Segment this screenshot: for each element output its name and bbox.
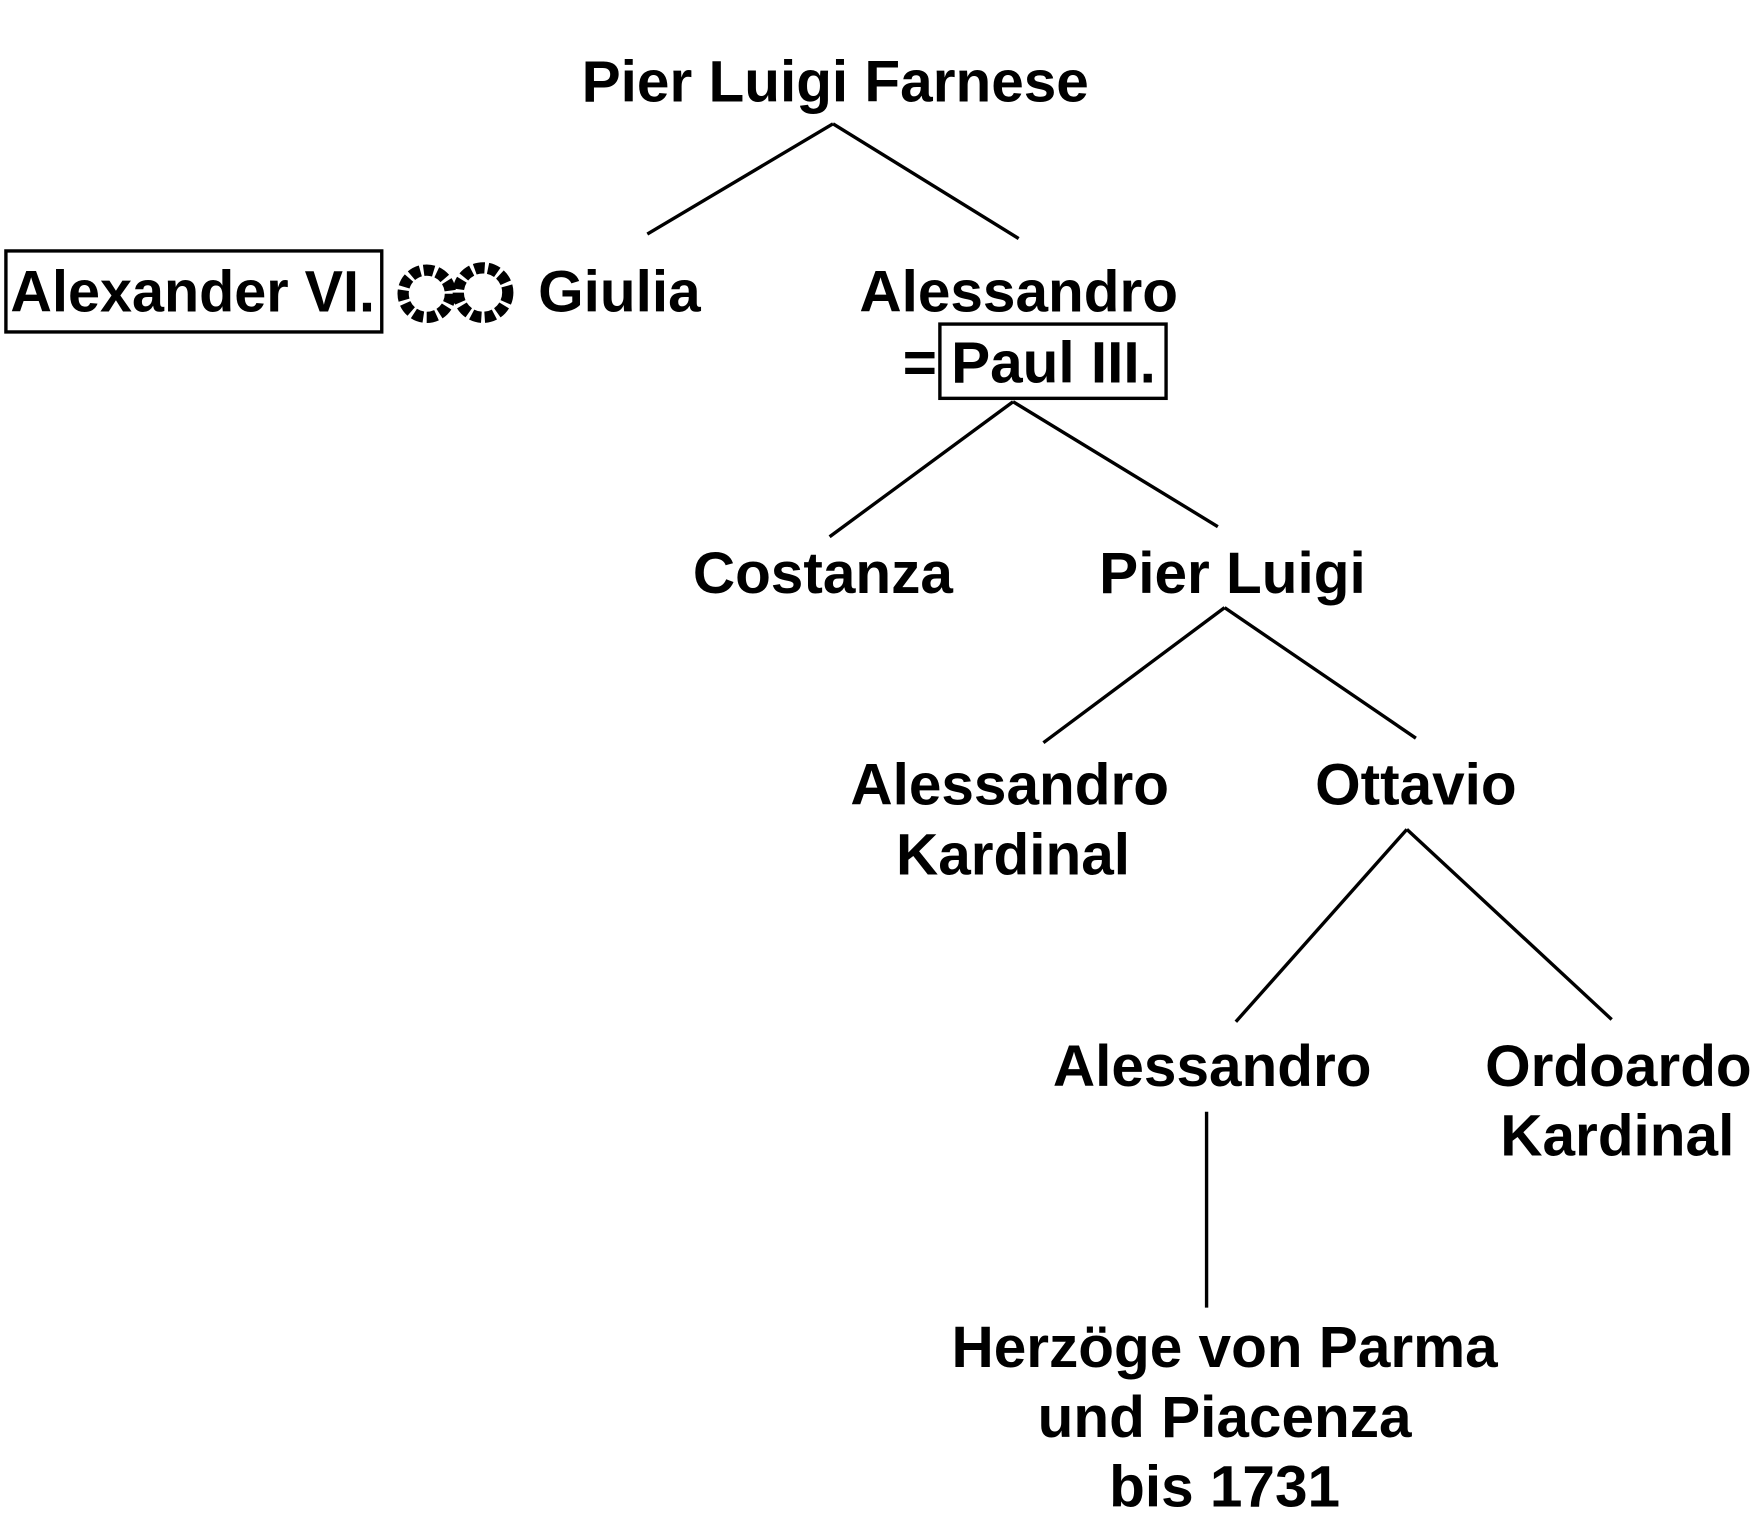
- connector: [1405, 828, 1613, 1021]
- node-herzoege: Herzöge von Parma: [951, 1315, 1498, 1380]
- node-alessandro-duke: Alessandro: [1053, 1034, 1372, 1099]
- connector: [1012, 400, 1219, 529]
- node-paul-iii: Paul III.: [951, 331, 1156, 396]
- connector: [646, 122, 834, 236]
- node-herzoege-line3: bis 1731: [1109, 1455, 1340, 1520]
- infinity-rings-icon: [397, 262, 514, 323]
- node-costanza: Costanza: [693, 541, 954, 606]
- node-ordoardo: Ordoardo: [1485, 1034, 1752, 1099]
- node-alexander-vi: Alexander VI.: [10, 260, 375, 325]
- node-pier-luigi-farnese: Pier Luigi Farnese: [582, 49, 1089, 114]
- connector: [1223, 606, 1417, 740]
- node-ordoardo-title: Kardinal: [1500, 1104, 1734, 1169]
- pope-box: [938, 322, 1168, 401]
- node-alessandro-kardinal-title: Kardinal: [896, 822, 1130, 887]
- node-alessandro: Alessandro: [859, 260, 1178, 325]
- node-herzoege-line2: und Piacenza: [1038, 1385, 1412, 1450]
- connector: [1042, 606, 1226, 745]
- equals-sign: =: [903, 331, 937, 396]
- node-giulia: Giulia: [538, 260, 701, 325]
- connector: [1234, 828, 1409, 1023]
- connector: [832, 122, 1020, 240]
- node-pier-luigi: Pier Luigi: [1099, 541, 1366, 606]
- node-ottavio: Ottavio: [1315, 753, 1517, 818]
- node-alessandro-kardinal: Alessandro: [850, 753, 1169, 818]
- pope-box: [4, 249, 384, 334]
- connector: [828, 400, 1015, 539]
